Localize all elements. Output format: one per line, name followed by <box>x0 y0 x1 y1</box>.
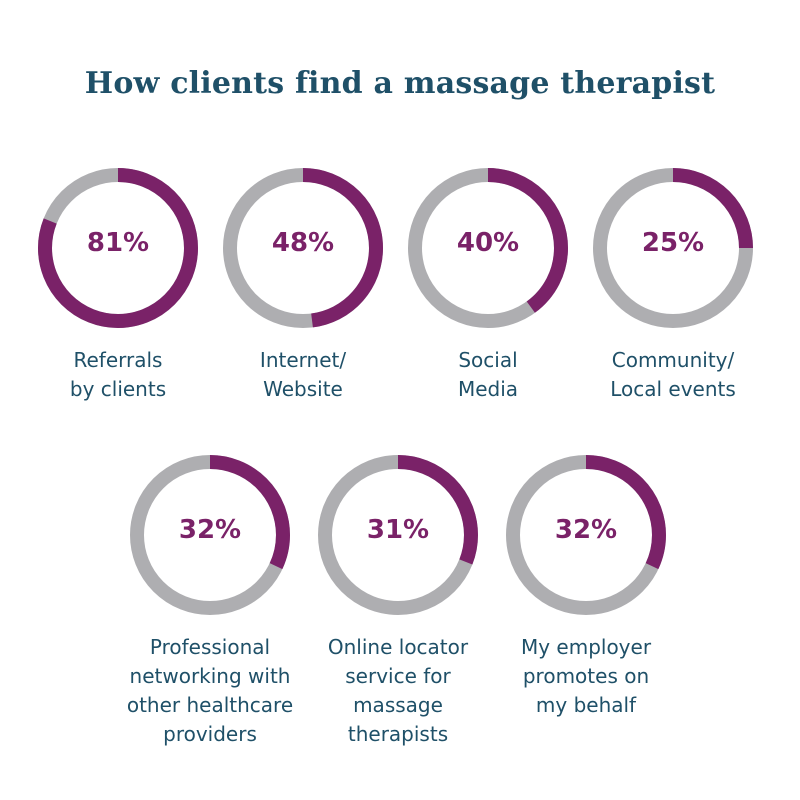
donut-category-label: Community/ Local events <box>610 348 736 401</box>
donut-ring <box>130 455 290 615</box>
donut-value-label: 48% <box>271 228 335 258</box>
donut-value-arc <box>318 455 478 615</box>
donut-category-label: My employer promotes on my behalf <box>520 635 652 717</box>
donut-ring <box>38 168 198 328</box>
donut-category-label: Social Media <box>457 348 519 401</box>
donut-ring <box>223 168 383 328</box>
donut-category-label: Online locator service for massage thera… <box>327 635 469 746</box>
donut-value-label: 40% <box>456 228 520 258</box>
donut-ring <box>593 168 753 328</box>
donut-category-label: Professional networking with other healt… <box>126 635 294 746</box>
donut-ring <box>408 168 568 328</box>
donut-value-arc <box>408 168 568 328</box>
donut-category-label: Referrals by clients <box>69 348 167 401</box>
donut-value-label: 25% <box>641 228 705 258</box>
donut-category-label: Internet/ Website <box>259 348 347 401</box>
donut-value-label: 81% <box>86 228 150 258</box>
donut-value-arc <box>506 455 666 615</box>
donut-value-arc <box>130 455 290 615</box>
donut-ring <box>506 455 666 615</box>
donut-value-arc <box>38 168 198 328</box>
donut-value-label: 32% <box>178 515 242 545</box>
donut-ring <box>318 455 478 615</box>
donut-value-label: 31% <box>366 515 430 545</box>
chart-title: How clients find a massage therapist <box>84 66 716 101</box>
donut-value-arc <box>593 168 753 328</box>
donut-value-arc <box>223 168 383 328</box>
donut-value-label: 32% <box>554 515 618 545</box>
